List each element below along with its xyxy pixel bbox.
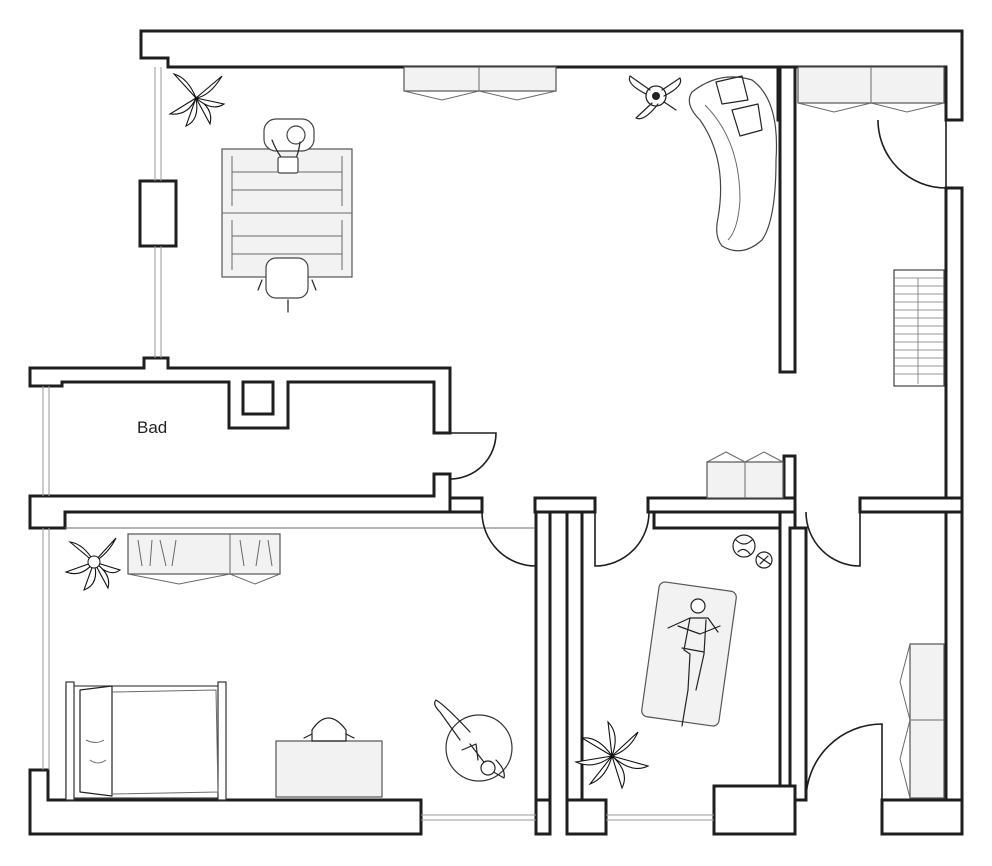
wall-shaft (241, 380, 275, 416)
window-left-top (154, 67, 162, 358)
wardrobe-icon (127, 66, 945, 799)
person-icon (263, 118, 315, 174)
window-left-bedroom (42, 528, 50, 770)
plant-icon (168, 72, 226, 128)
bean-bag-icon (434, 699, 513, 782)
door-right-room[interactable] (805, 511, 861, 567)
door-right-room-bottom[interactable] (805, 723, 883, 801)
plant-icon (574, 720, 650, 790)
door-entrance[interactable] (877, 119, 947, 189)
wall-fitness-left (565, 510, 584, 802)
plant-icon (64, 537, 122, 591)
wall-corridor-left (448, 496, 484, 514)
wall-fitness-top (652, 510, 782, 530)
wall-corridor-right (858, 496, 964, 514)
wall-bottom-fitness-r (712, 784, 797, 836)
wall-right-lower (944, 510, 964, 836)
window-left-bath (42, 386, 50, 496)
desk-icon (275, 717, 383, 798)
wall-bath-bottom (28, 472, 482, 530)
person-icon (667, 598, 721, 727)
ball-icon (732, 534, 773, 569)
chair-icon (257, 257, 317, 313)
wall-bottom-fitness (565, 798, 608, 836)
wall-right-upper (944, 186, 964, 514)
walls (28, 29, 964, 836)
door-fitness[interactable] (594, 511, 650, 567)
wall-bath-top (28, 356, 452, 435)
wall-corridor-mid2 (646, 496, 797, 514)
wall-bedroom-right (534, 510, 552, 802)
door-bedroom[interactable] (481, 511, 537, 567)
wall-stairs-divider (778, 65, 797, 374)
wall-stub (782, 454, 797, 500)
wall-bottom-left (28, 768, 423, 836)
door-bath[interactable] (449, 432, 497, 480)
sofa-icon (688, 75, 778, 252)
wall-right-room-left (788, 526, 808, 802)
room-label-bad: Bad (137, 418, 167, 437)
wall-corridor-mid (533, 496, 597, 514)
stairs-icon (893, 269, 945, 387)
windows (42, 67, 714, 821)
window-bottom-fitness (606, 814, 714, 821)
wall-bottom-mid (534, 798, 552, 836)
fan-icon (628, 75, 682, 120)
wall-left-pillar (138, 179, 178, 248)
window-bottom-bedroom (421, 814, 536, 821)
wall-bottom-right (880, 798, 964, 836)
doors (449, 119, 947, 801)
bed-icon (65, 681, 227, 801)
